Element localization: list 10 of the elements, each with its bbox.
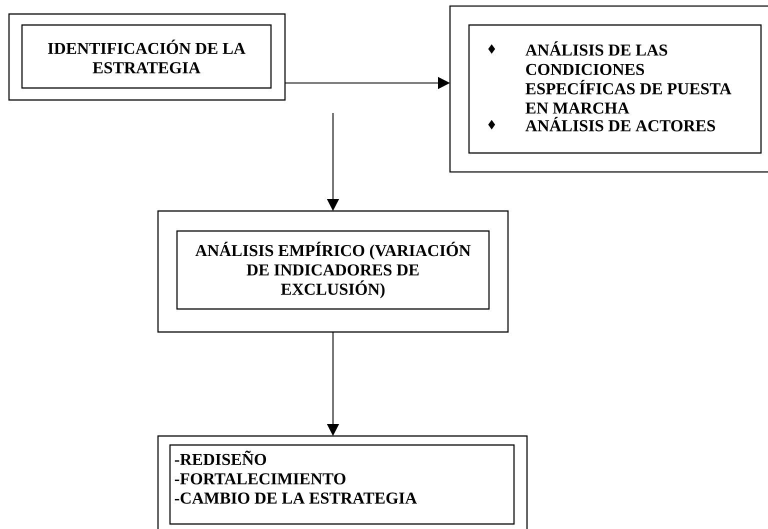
node-label: ANÁLISIS DE LAS CONDICIONES ESPECÍFICAS DE PUESTA EN MARCHA: [525, 41, 732, 114]
outer-frame: [449, 5, 768, 173]
outer-frame: [157, 210, 509, 333]
text-box: [468, 24, 762, 154]
text-box: IDENTIFICACIÓN DE LA ESTRATEGIA: [21, 24, 272, 89]
outer-frame: [157, 435, 528, 529]
outer-frame: [8, 13, 286, 101]
text-box: ANÁLISIS EMPÍRICO (VARIACIÓN DE INDICADORES DE EXCLUSIÓN): [176, 230, 490, 310]
text-box: -REDISEÑO -FORTALECIMIENTO -CAMBIO DE LA ESTRATEGIA: [169, 444, 515, 525]
node-label: ANÁLISIS DE ACTORES: [525, 116, 716, 132]
